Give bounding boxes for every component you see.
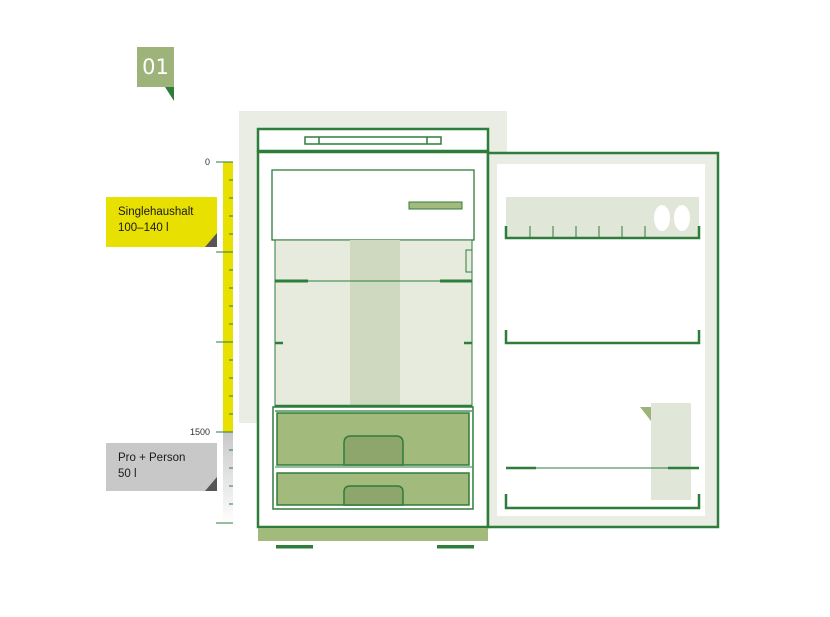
- door-shelf-2: [504, 330, 701, 345]
- interior-light: [465, 249, 473, 273]
- door-shelf-3: [504, 494, 701, 510]
- category-label-singlehaushalt: Singlehaushalt 100–140 l: [106, 197, 217, 247]
- scale-bar-yellow: [223, 162, 233, 432]
- egg-icon: [674, 205, 690, 231]
- category-name: Pro + Person: [118, 452, 186, 464]
- freezer-handle: [408, 201, 463, 210]
- egg-tray: [506, 197, 699, 238]
- category-volume: 50 l: [118, 468, 137, 480]
- control-slider: [304, 136, 442, 145]
- fridge-base: [258, 528, 488, 541]
- egg-icon: [654, 205, 670, 231]
- egg-tray-dividers: [529, 226, 646, 238]
- label-pointer-singlehaushalt: [205, 233, 217, 247]
- fridge-foot-right: [437, 545, 474, 549]
- fridge-foot-left: [276, 545, 313, 549]
- bottle-holder: [651, 403, 691, 500]
- door-shelf-1: [504, 226, 701, 240]
- freezer-compartment: [271, 169, 475, 241]
- crisper-drawer-upper-handle: [343, 435, 404, 466]
- drawer-frame: [272, 406, 474, 510]
- scale-ticks: [216, 161, 233, 524]
- crisper-drawer-lower-handle: [343, 485, 404, 506]
- category-name: Singlehaushalt: [118, 206, 194, 218]
- scale-bar-grey: [223, 432, 233, 524]
- category-volume: 100–140 l: [118, 222, 169, 234]
- bottle-holder-flag: [640, 407, 651, 421]
- scale-label-1500: 1500: [189, 427, 210, 437]
- step-number-badge: 01: [137, 47, 174, 87]
- label-pointer-pro-person: [205, 477, 217, 491]
- scale-label-top: 0: [204, 157, 210, 167]
- badge-corner: [165, 87, 174, 101]
- category-label-pro-person: Pro + Person 50 l: [106, 443, 217, 491]
- interior-back-panel: [350, 240, 400, 406]
